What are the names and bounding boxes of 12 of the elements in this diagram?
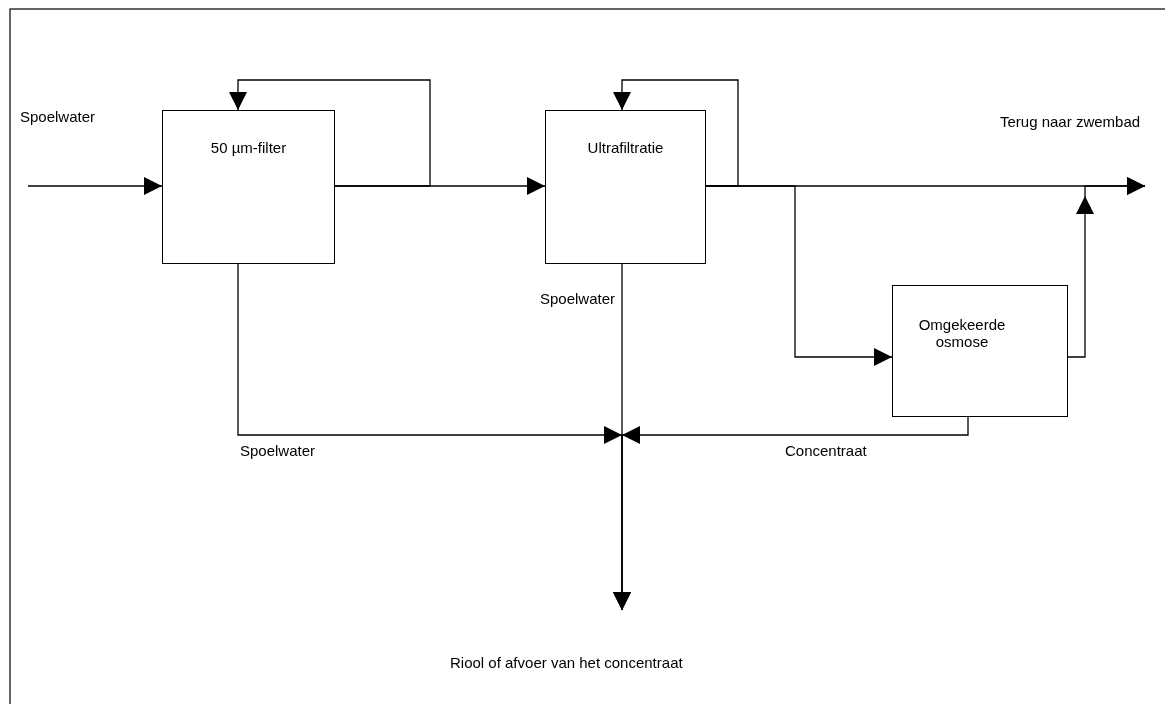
box-label: 50 µm-filter xyxy=(209,139,288,156)
process-box xyxy=(892,285,1068,417)
process-box xyxy=(162,110,335,264)
edge-label: Concentraat xyxy=(785,442,867,459)
flow-label: Riool of afvoer van het concentraat xyxy=(450,654,710,674)
edge-label: Spoelwater xyxy=(240,442,316,459)
box-label: Omgekeerde osmose xyxy=(917,316,1007,350)
flow-label: Spoelwater xyxy=(20,108,120,128)
process-box xyxy=(545,110,706,264)
box-label: Ultrafiltratie xyxy=(586,139,665,156)
edge-label: Spoelwater xyxy=(540,290,616,307)
flow-label: Terug naar zwembad xyxy=(1000,113,1150,133)
